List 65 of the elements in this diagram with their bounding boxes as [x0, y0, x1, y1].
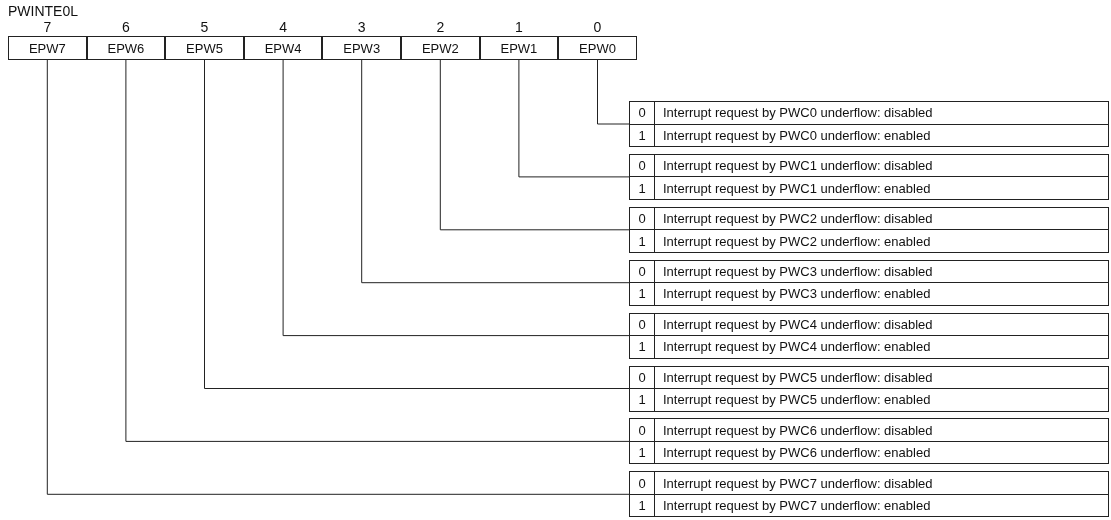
setting-description: Interrupt request by PWC5 underflow: disabled [662, 368, 933, 387]
bit-value: 1 [630, 124, 655, 146]
setting-description: Interrupt request by PWC7 underflow: enabled [662, 497, 931, 516]
bit-field-cell: EPW3 [322, 36, 401, 60]
bit-setting-table [629, 312, 1109, 359]
setting-description: Interrupt request by PWC4 underflow: enabled [662, 338, 931, 357]
bit-field-cell: EPW7 [8, 36, 87, 60]
setting-description: Interrupt request by PWC3 underflow: disabled [662, 262, 933, 281]
connector-line [46, 59, 630, 495]
bit-value: 0 [630, 313, 655, 336]
bit-setting-table [629, 153, 1109, 200]
bit-value: 1 [630, 441, 655, 464]
connector-line [125, 59, 630, 442]
bit-value: 0 [630, 419, 655, 441]
bit-field-cell: EPW4 [243, 36, 323, 60]
bit-value: 0 [630, 102, 655, 124]
connector-line [518, 59, 630, 178]
bit-value: 0 [630, 366, 655, 388]
connector-line [361, 59, 630, 284]
connector-line [439, 59, 630, 231]
bit-setting-table [629, 471, 1109, 518]
bit-setting-table [629, 365, 1109, 412]
bit-field-cell: EPW6 [86, 36, 166, 60]
bit-value: 1 [630, 389, 655, 411]
connector-line [282, 59, 630, 337]
bit-value: 1 [630, 177, 655, 199]
setting-description: Interrupt request by PWC1 underflow: enabled [662, 179, 931, 198]
setting-description: Interrupt request by PWC0 underflow: disabled [662, 104, 933, 123]
setting-description: Interrupt request by PWC2 underflow: enabled [662, 232, 931, 251]
bit-number: 2 [435, 19, 446, 35]
setting-description: Interrupt request by PWC1 underflow: disabled [662, 157, 933, 176]
register-name: PWINTE0L [8, 3, 78, 19]
bit-value: 0 [630, 260, 655, 283]
bit-field-cell: EPW5 [165, 36, 244, 60]
bit-setting-table [629, 259, 1109, 306]
setting-description: Interrupt request by PWC6 underflow: disabled [662, 421, 933, 440]
bit-value: 1 [630, 230, 655, 252]
bit-setting-table [629, 101, 1109, 147]
bit-value: 0 [630, 154, 655, 177]
bit-value: 0 [630, 207, 655, 230]
bit-field-cell: EPW1 [479, 36, 559, 60]
setting-description: Interrupt request by PWC0 underflow: enabled [662, 126, 931, 145]
bit-field-cell: EPW0 [558, 36, 637, 60]
bit-setting-table [629, 206, 1109, 253]
connector-line [204, 59, 630, 389]
bit-value: 1 [630, 336, 655, 358]
setting-description: Interrupt request by PWC2 underflow: disabled [662, 210, 933, 229]
setting-description: Interrupt request by PWC6 underflow: enabled [662, 444, 931, 463]
bit-field-cell: EPW2 [401, 36, 480, 60]
bit-setting-table [629, 418, 1109, 465]
bit-number: 1 [514, 19, 524, 35]
bit-number: 5 [199, 19, 210, 35]
bit-number: 6 [121, 19, 131, 35]
bit-number: 7 [42, 19, 53, 35]
bit-number: 4 [278, 19, 288, 35]
bit-number: 3 [356, 19, 367, 35]
bit-number: 0 [592, 19, 603, 35]
connector-line [597, 59, 630, 125]
setting-description: Interrupt request by PWC5 underflow: enabled [662, 391, 931, 410]
setting-description: Interrupt request by PWC3 underflow: enabled [662, 285, 931, 304]
bit-value: 0 [630, 472, 655, 494]
bit-value: 1 [630, 283, 655, 305]
setting-description: Interrupt request by PWC4 underflow: disabled [662, 315, 933, 334]
setting-description: Interrupt request by PWC7 underflow: disabled [662, 474, 933, 493]
bit-value: 1 [630, 494, 655, 517]
